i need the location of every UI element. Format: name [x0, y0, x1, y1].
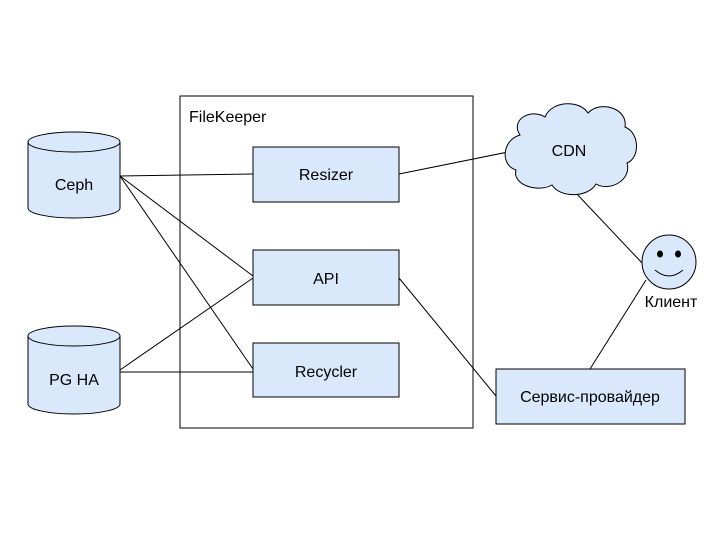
service-recycler-label: Recycler — [295, 364, 358, 381]
edge-ceph-recycler — [119, 175, 254, 370]
client-node[interactable]: Клиент — [641, 234, 698, 311]
filekeeper-container: FileKeeper — [179, 95, 474, 429]
cdn-label: CDN — [552, 143, 587, 160]
database-ceph[interactable]: Ceph — [27, 131, 121, 219]
service-provider[interactable]: Сервис-провайдер — [495, 368, 686, 425]
service-resizer-label: Resizer — [299, 167, 354, 184]
edge-pgha-api — [119, 277, 254, 371]
service-provider-label: Сервис-провайдер — [520, 389, 660, 406]
cdn-cloud[interactable]: CDN — [504, 103, 637, 196]
edge-resizer-cdn — [398, 150, 514, 175]
smiley-face-icon — [641, 234, 697, 290]
container-title: FileKeeper — [189, 109, 267, 126]
database-pgha[interactable]: PG HA — [27, 325, 121, 415]
database-ceph-label: Ceph — [55, 177, 93, 194]
edge-cdn-client — [574, 191, 644, 265]
edge-provider-client — [589, 279, 647, 370]
service-api[interactable]: API — [252, 249, 400, 306]
edge-ceph-api — [119, 175, 254, 277]
client-label: Клиент — [645, 294, 698, 311]
edges — [119, 150, 647, 397]
service-resizer[interactable]: Resizer — [252, 146, 400, 203]
database-pgha-label: PG HA — [49, 372, 99, 389]
edge-ceph-resizer — [119, 173, 254, 177]
service-recycler[interactable]: Recycler — [252, 342, 400, 398]
service-api-label: API — [313, 271, 339, 288]
edge-api-provider — [398, 277, 497, 397]
